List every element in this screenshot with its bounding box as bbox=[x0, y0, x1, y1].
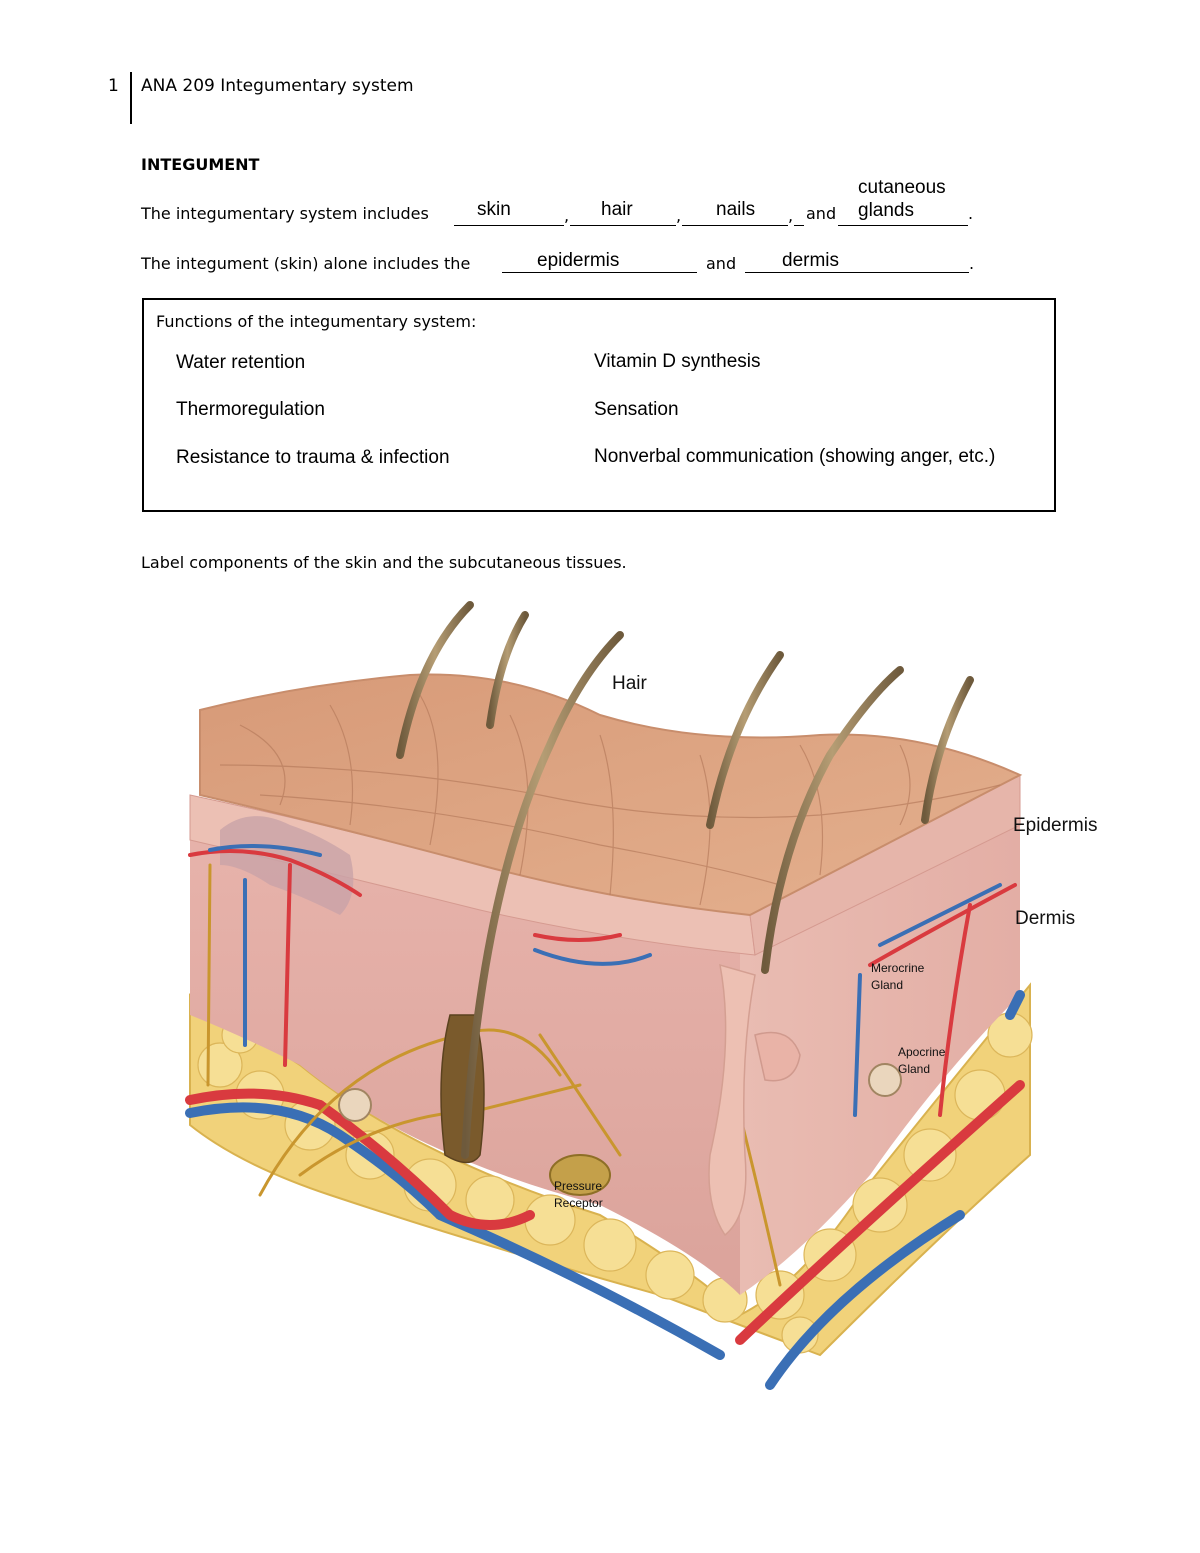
function-item: Nonverbal communication (showing anger, … bbox=[594, 446, 996, 467]
label-dermis: Dermis bbox=[1015, 908, 1076, 929]
page-number: 1 bbox=[108, 76, 119, 96]
answer-glands: glands bbox=[858, 200, 914, 221]
blank-6[interactable] bbox=[745, 272, 969, 273]
function-item: Vitamin D synthesis bbox=[594, 351, 761, 372]
label-merocrine-gland: Merocrine Gland bbox=[871, 960, 924, 994]
skin-illustration bbox=[185, 601, 1033, 1390]
label-apocrine-line1: Apocrine bbox=[898, 1045, 946, 1059]
comma: , bbox=[676, 206, 682, 225]
label-pressure-receptor: Pressure Receptor bbox=[554, 1178, 603, 1212]
document-title: ANA 209 Integumentary system bbox=[141, 76, 414, 96]
label-epidermis: Epidermis bbox=[1013, 815, 1098, 836]
and-word: and bbox=[706, 254, 737, 273]
label-apocrine-line2: Gland bbox=[898, 1062, 931, 1076]
label-pressure-line1: Pressure bbox=[554, 1179, 603, 1193]
function-item: Thermoregulation bbox=[176, 399, 325, 420]
function-item: Sensation bbox=[594, 399, 679, 420]
label-merocrine-line1: Merocrine bbox=[871, 961, 925, 975]
comma: , bbox=[564, 206, 570, 225]
blank-3[interactable] bbox=[682, 225, 788, 226]
instruction-text: Label components of the skin and the sub… bbox=[141, 553, 627, 572]
blank-4[interactable] bbox=[838, 225, 968, 226]
functions-box bbox=[142, 298, 1056, 512]
header-divider bbox=[130, 72, 132, 124]
answer-nails: nails bbox=[716, 199, 756, 220]
skin-diagram: Hair Epidermis Dermis Merocrine Gland Ap… bbox=[180, 595, 1097, 1395]
label-merocrine-line2: Gland bbox=[871, 978, 904, 992]
comma: , bbox=[788, 206, 794, 225]
blank-spacer bbox=[794, 225, 804, 226]
blank-2[interactable] bbox=[570, 225, 676, 226]
and-word: and bbox=[806, 204, 837, 223]
period: . bbox=[968, 204, 974, 223]
answer-epidermis: epidermis bbox=[537, 250, 620, 271]
answer-cutaneous: cutaneous bbox=[858, 177, 946, 198]
blank-5[interactable] bbox=[502, 272, 697, 273]
sentence1-prefix: The integumentary system includes bbox=[141, 204, 429, 223]
answer-dermis: dermis bbox=[782, 250, 840, 271]
functions-title: Functions of the integumentary system: bbox=[156, 312, 477, 331]
sentence2-prefix: The integument (skin) alone includes the bbox=[141, 254, 471, 273]
answer-hair: hair bbox=[601, 199, 633, 220]
section-title: INTEGUMENT bbox=[141, 155, 260, 174]
answer-skin: skin bbox=[477, 199, 511, 220]
function-item: Water retention bbox=[176, 352, 306, 373]
period: . bbox=[969, 254, 975, 273]
label-apocrine-gland: Apocrine Gland bbox=[898, 1044, 945, 1078]
label-hair: Hair bbox=[612, 673, 647, 694]
blank-1[interactable] bbox=[454, 225, 564, 226]
function-item: Resistance to trauma & infection bbox=[176, 447, 450, 468]
label-pressure-line2: Receptor bbox=[554, 1196, 603, 1210]
